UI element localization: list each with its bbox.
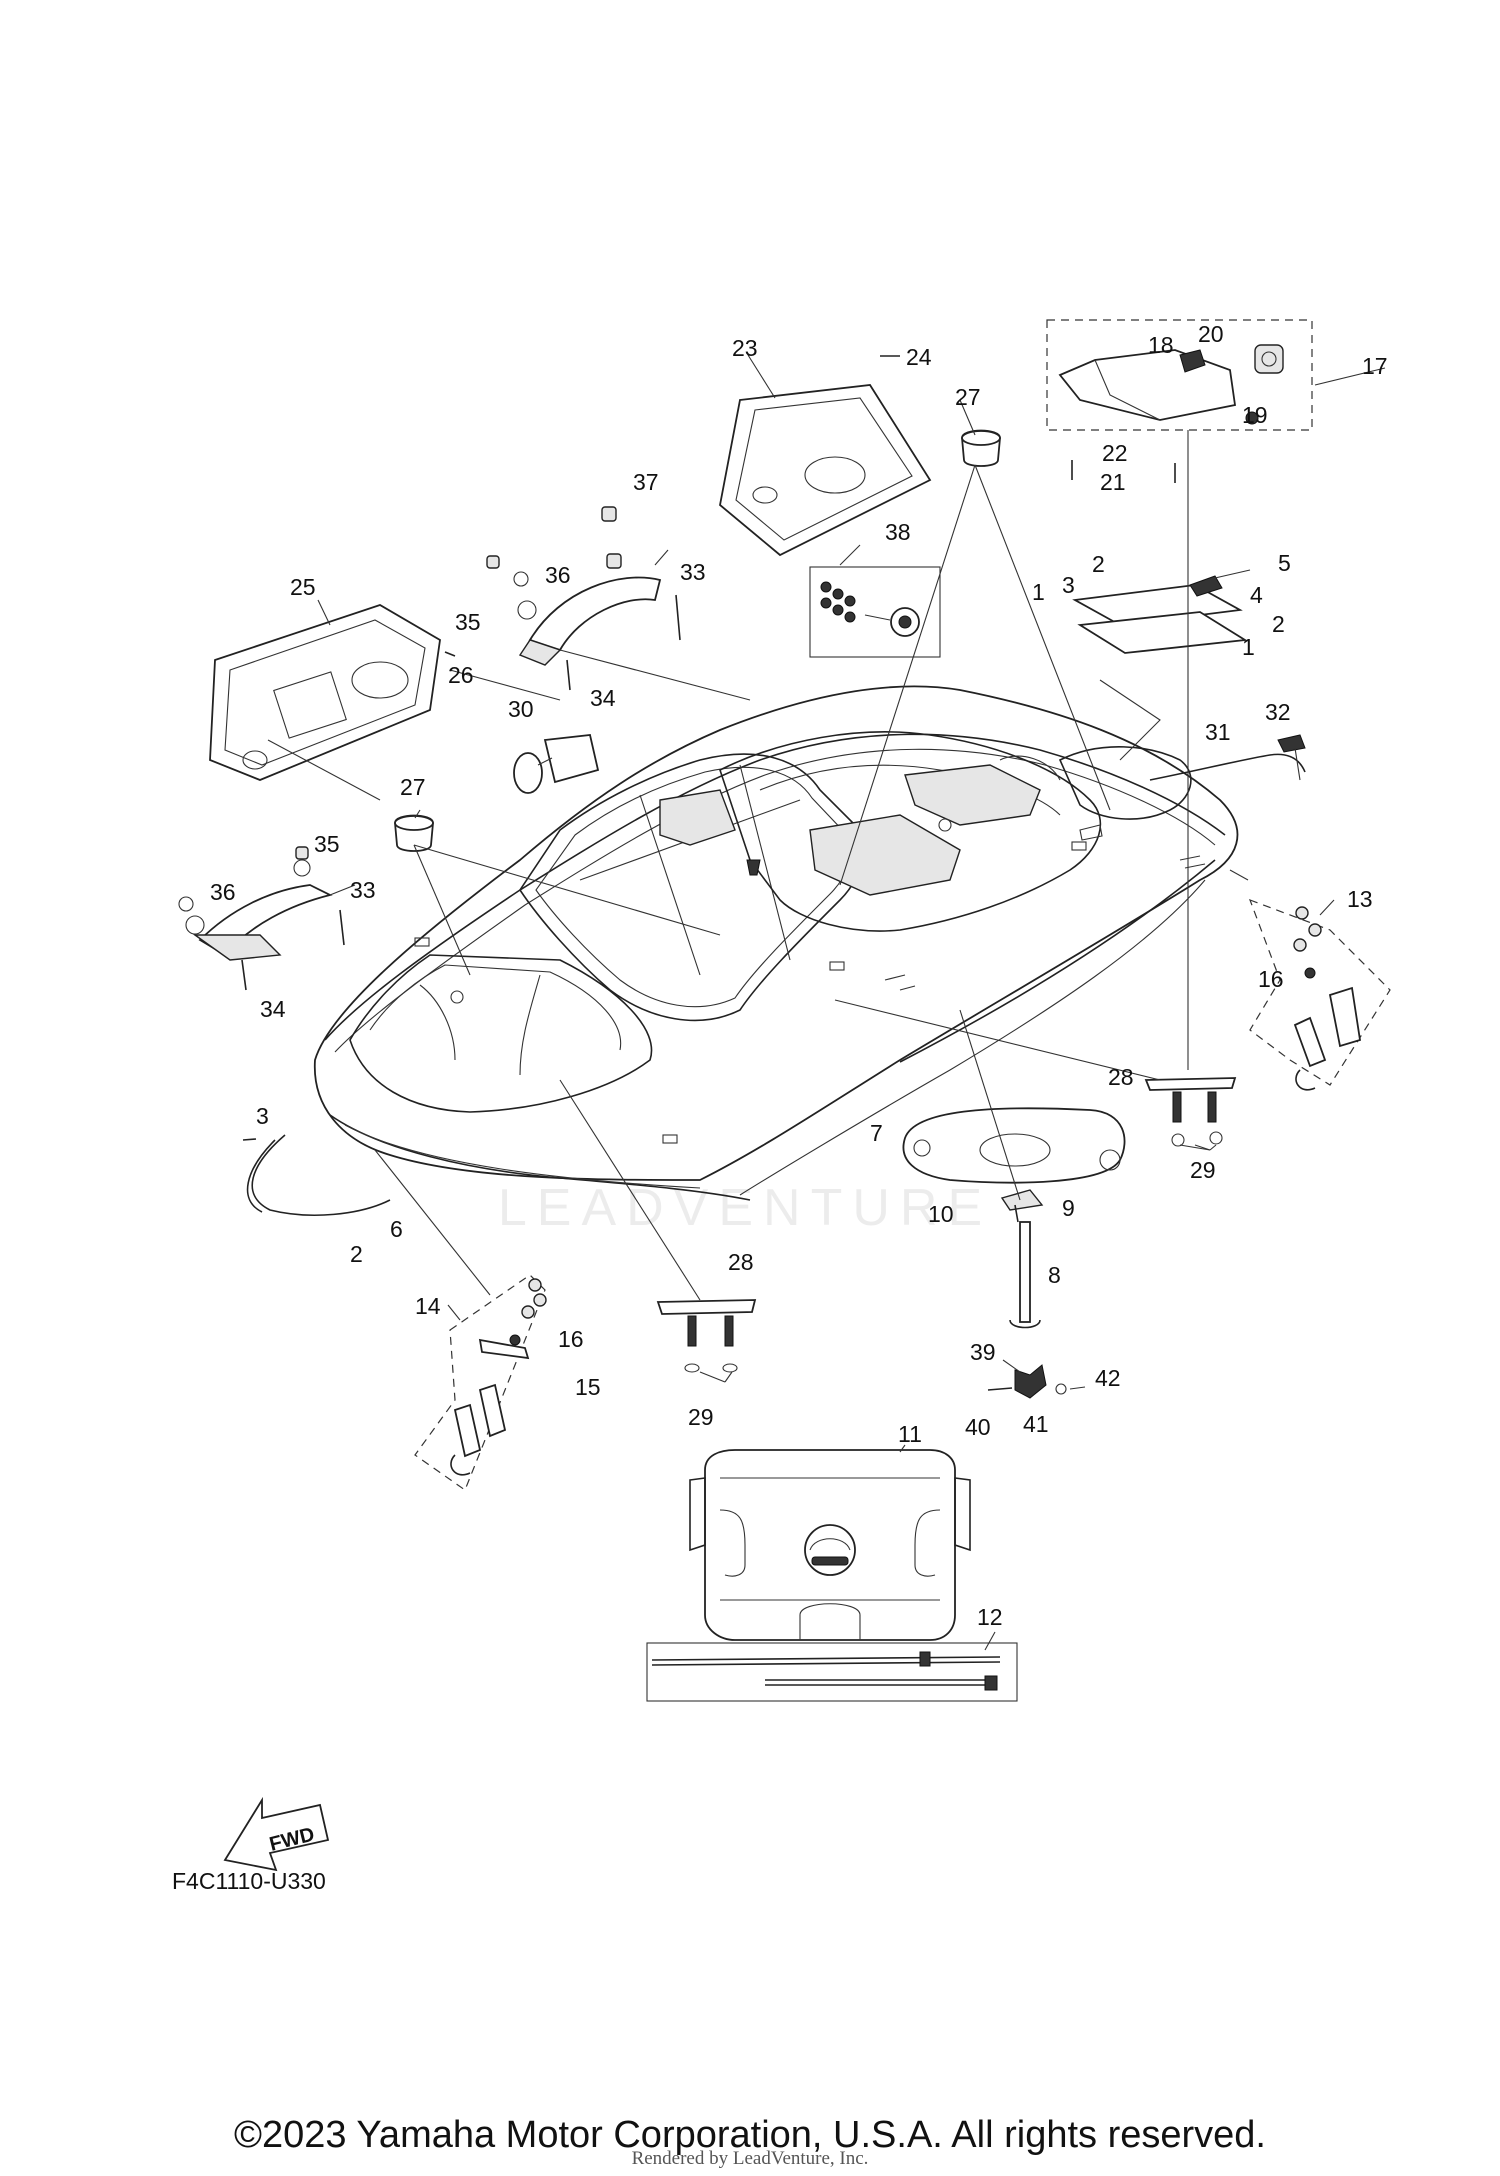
diagram-code: F4C1110-U330	[172, 1868, 326, 1894]
label-22: 22	[1102, 440, 1128, 466]
label-21: 21	[1100, 469, 1126, 495]
label-3: 3	[256, 1103, 269, 1129]
label-34: 34	[590, 685, 616, 711]
label-13: 13	[1347, 886, 1373, 912]
label-29: 29	[1190, 1157, 1216, 1183]
label-1: 1	[1032, 579, 1045, 605]
cable-31	[1149, 734, 1306, 781]
label-26: 26	[448, 662, 474, 688]
label-16: 16	[1258, 966, 1284, 992]
switch-panel-kit	[809, 566, 941, 658]
label-20: 20	[1198, 321, 1224, 347]
cleat-28-center	[656, 1299, 757, 1373]
label-6: 6	[390, 1216, 403, 1242]
label-14: 14	[415, 1293, 441, 1319]
cooler-11	[689, 1449, 971, 1641]
label-7: 7	[870, 1120, 883, 1146]
label-19: 19	[1242, 402, 1268, 428]
pole-12	[646, 1642, 1018, 1702]
label-15: 15	[575, 1374, 601, 1400]
label-10: 10	[928, 1201, 954, 1227]
fwd-arrow-icon: FWD	[223, 1796, 330, 1872]
bracket-assembly-17	[1046, 319, 1313, 570]
label-2: 2	[350, 1241, 363, 1267]
label-35: 35	[455, 609, 481, 635]
rails	[1072, 569, 1251, 761]
label-32: 32	[1265, 699, 1291, 725]
cup-holders	[394, 429, 1001, 852]
label-3: 3	[1062, 572, 1075, 598]
label-28: 28	[1108, 1064, 1134, 1090]
glove-box-upper	[719, 355, 932, 557]
storage-box-left	[209, 604, 456, 781]
copyright-notice: ©2023 Yamaha Motor Corporation, U.S.A. A…	[234, 2114, 1266, 2156]
cover-plate-7	[902, 1107, 1126, 1329]
label-9: 9	[1062, 1195, 1075, 1221]
label-12: 12	[977, 1604, 1003, 1630]
tow-eye-kit-13	[1248, 898, 1391, 1091]
label-42: 42	[1095, 1365, 1121, 1391]
label-36: 36	[210, 879, 236, 905]
label-29: 29	[688, 1404, 714, 1430]
label-31: 31	[1205, 719, 1231, 745]
clip-39	[987, 1364, 1086, 1399]
label-27: 27	[955, 384, 981, 410]
mirror	[513, 734, 600, 794]
label-35: 35	[314, 831, 340, 857]
label-24: 24	[906, 344, 932, 370]
label-37: 37	[633, 469, 659, 495]
label-40: 40	[965, 1414, 991, 1440]
label-30: 30	[508, 696, 534, 722]
label-28: 28	[728, 1249, 754, 1275]
trim-strip	[242, 1134, 391, 1216]
tow-eye-kit-14	[414, 1274, 547, 1491]
part-number-labels: 1 1 2 2 2 3 3 4 5 6 7 8 9 10 11 12 13 14…	[210, 321, 1388, 1630]
label-25: 25	[290, 574, 316, 600]
label-4: 4	[1250, 582, 1263, 608]
label-18: 18	[1148, 332, 1174, 358]
label-2: 2	[1092, 551, 1105, 577]
label-2: 2	[1272, 611, 1285, 637]
label-33: 33	[350, 877, 376, 903]
cleat-28-right	[1144, 1077, 1237, 1147]
label-27: 27	[400, 774, 426, 800]
label-11: 11	[898, 1421, 922, 1447]
label-16: 16	[558, 1326, 584, 1352]
label-39: 39	[970, 1339, 996, 1365]
label-17: 17	[1362, 353, 1388, 379]
grab-handles	[178, 506, 681, 991]
boat-hull	[313, 685, 1239, 1201]
label-33: 33	[680, 559, 706, 585]
label-34: 34	[260, 996, 286, 1022]
label-5: 5	[1278, 550, 1291, 576]
rendered-by-note: Rendered by LeadVenture, Inc.	[631, 2148, 869, 2169]
leader-lines	[267, 354, 1386, 1651]
label-38: 38	[885, 519, 911, 545]
label-23: 23	[732, 335, 758, 361]
svg-text:LEADVENTURE: LEADVENTURE	[498, 1179, 992, 1237]
label-1: 1	[1242, 634, 1255, 660]
label-8: 8	[1048, 1262, 1061, 1288]
label-41: 41	[1023, 1411, 1049, 1437]
label-36: 36	[545, 562, 571, 588]
